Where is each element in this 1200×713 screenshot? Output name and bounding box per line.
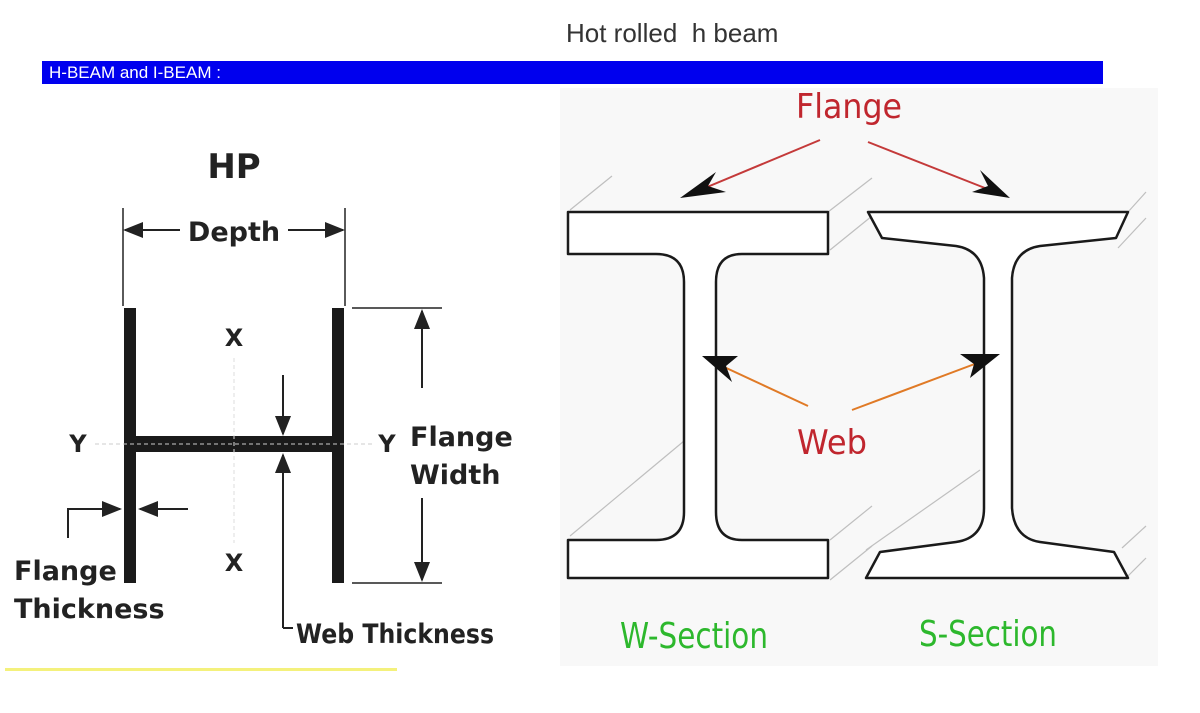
s-section-shape [864, 210, 1130, 580]
flange-arrowhead-right [972, 170, 1010, 198]
underline-bar [5, 668, 397, 671]
y-axis-left-label: Y [68, 430, 87, 458]
page-title: Hot rolled h beam [566, 18, 779, 48]
x-axis-top-label: X [225, 324, 244, 352]
flange-width-label-line2: Width [410, 460, 501, 491]
w-section-label: W-Section [620, 616, 768, 657]
flange-arrow-right [867, 141, 991, 191]
flange-arrow-left [699, 139, 821, 191]
beam-diagram: HP Depth X X Y Y Web Thickness Flange Wi… [8, 88, 1158, 668]
perspective-lines [569, 175, 1147, 581]
flange-arrowhead-left [680, 172, 726, 198]
depth-label: Depth [188, 217, 280, 248]
y-axis-right-label: Y [377, 430, 396, 458]
web-thickness-label: Web Thickness [296, 619, 494, 650]
hp-diagram: HP Depth X X Y Y Web Thickness Flange Wi… [8, 88, 553, 668]
flange-thickness-leader [67, 501, 122, 538]
section-diagram: Flange Web W-Section S-Section [560, 88, 1158, 666]
flange-label: Flange [796, 88, 902, 127]
s-section-label: S-Section [919, 614, 1057, 655]
web-arrowhead-left [702, 356, 738, 382]
flange-width-label-line1: Flange [410, 422, 513, 453]
web-arrow-left [721, 365, 809, 407]
w-section-shape [566, 210, 830, 580]
flange-thickness-label-line1: Flange [14, 556, 117, 587]
web-arrow-right [851, 361, 981, 411]
header-bar: H-BEAM and I-BEAM : [42, 61, 1103, 84]
web-arrowhead-right [960, 354, 1000, 378]
flange-thickness-label-line2: Thickness [14, 594, 165, 625]
web-label: Web [797, 423, 867, 463]
x-axis-bottom-label: X [225, 549, 244, 577]
hp-title: HP [207, 147, 260, 187]
